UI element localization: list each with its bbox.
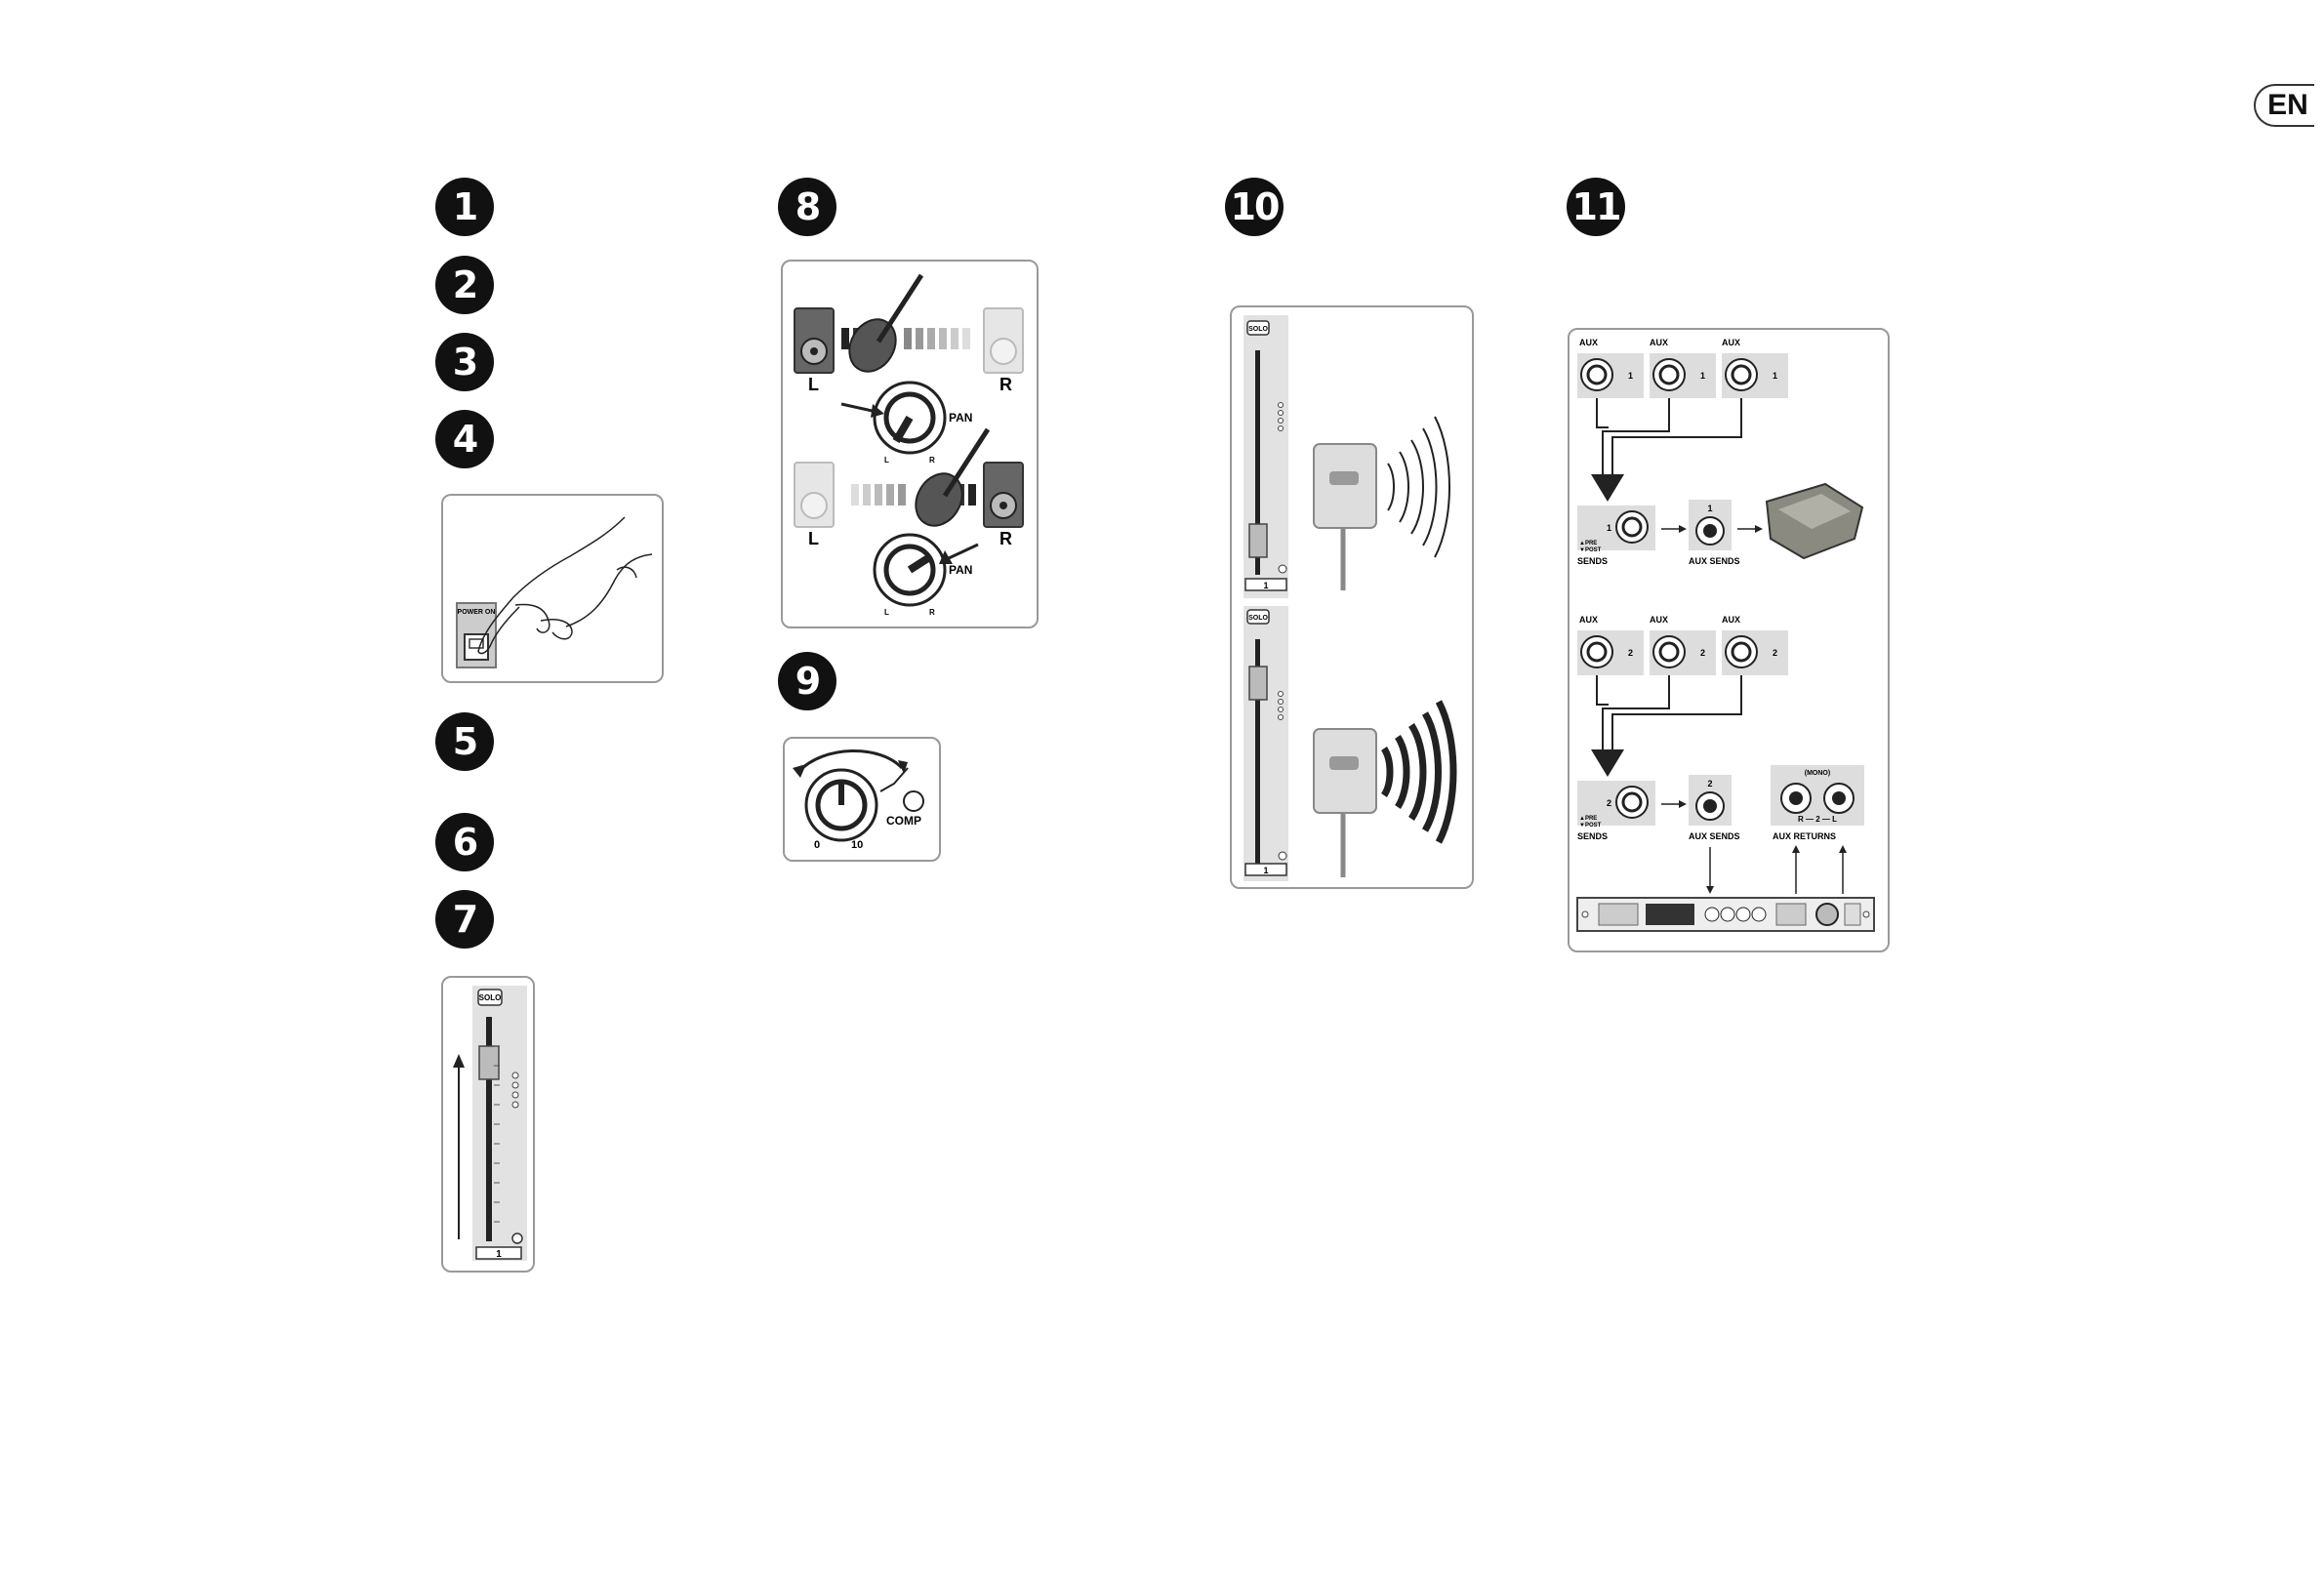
- aux-1-number-a: 1: [1628, 371, 1633, 381]
- pan-label-top: PAN: [949, 411, 972, 425]
- step-3-badge: 3: [435, 333, 494, 391]
- sends-label-2: SENDS: [1577, 831, 1608, 841]
- pan-control-illustration: L R PAN L R L R: [781, 260, 1039, 628]
- speaker-left-label-bottom: L: [808, 529, 819, 548]
- aux-2-number-b: 2: [1700, 648, 1705, 658]
- aux-send-jack-number-1: 1: [1707, 504, 1712, 513]
- solo-fader-illustration: SOLO 1 SOLO 1: [1230, 305, 1474, 889]
- step-4-badge: 4: [435, 410, 494, 468]
- sends-2-number: 2: [1607, 798, 1611, 808]
- pre-label-1: ▲PRE: [1579, 541, 1597, 546]
- aux-label-3: AUX: [1722, 338, 1740, 347]
- step-2-badge: 2: [435, 256, 494, 314]
- language-tab[interactable]: EN: [2254, 84, 2314, 127]
- aux-label-1: AUX: [1579, 338, 1598, 347]
- aux-label-6: AUX: [1722, 615, 1740, 625]
- step-10-badge: 10: [1225, 178, 1284, 236]
- pan-knob-right-top: R: [929, 456, 935, 465]
- post-label-2: ▼POST: [1579, 823, 1602, 829]
- power-on-label: POWER ON: [458, 609, 496, 616]
- speaker-right-label-bottom: R: [999, 529, 1012, 548]
- step-5-badge: 5: [435, 712, 494, 771]
- comp-max-label: 10: [851, 839, 863, 851]
- pan-label-bottom: PAN: [949, 563, 972, 577]
- comp-min-label: 0: [814, 839, 820, 851]
- power-switch-illustration: POWER ON: [441, 494, 664, 683]
- channel-number-top: 1: [1263, 581, 1268, 590]
- aux-send-jack-number-2: 2: [1707, 779, 1712, 788]
- aux-sends-label-1: AUX SENDS: [1689, 556, 1740, 566]
- aux-label-5: AUX: [1650, 615, 1668, 625]
- pan-knob-left-top: L: [884, 456, 889, 465]
- aux-label-4: AUX: [1579, 615, 1598, 625]
- solo-button-top: SOLO: [1248, 326, 1268, 333]
- step-1-badge: 1: [435, 178, 494, 236]
- aux-returns-label: AUX RETURNS: [1773, 831, 1836, 841]
- step-8-badge: 8: [778, 178, 836, 236]
- aux-sends-label-2: AUX SENDS: [1689, 831, 1740, 841]
- aux-label-2: AUX: [1650, 338, 1668, 347]
- solo-button-bottom: SOLO: [1248, 615, 1268, 622]
- channel-number: 1: [496, 1249, 502, 1260]
- channel-number-bottom: 1: [1263, 866, 1268, 875]
- returns-channel-row: R — 2 — L: [1798, 815, 1837, 824]
- pan-knob-left-bottom: L: [884, 608, 889, 617]
- step-9-badge: 9: [778, 652, 836, 710]
- solo-button: SOLO: [479, 993, 502, 1002]
- pan-knob-right-bottom: R: [929, 608, 935, 617]
- aux-1-number-c: 1: [1773, 371, 1777, 381]
- aux-2-number-a: 2: [1628, 648, 1633, 658]
- step-7-badge: 7: [435, 890, 494, 949]
- pre-label-2: ▲PRE: [1579, 816, 1597, 822]
- aux-1-number-b: 1: [1700, 371, 1705, 381]
- comp-label: COMP: [886, 814, 921, 828]
- sends-label-1: SENDS: [1577, 556, 1608, 566]
- post-label-1: ▼POST: [1579, 547, 1602, 553]
- sends-1-number: 1: [1607, 523, 1611, 533]
- speaker-left-label: L: [808, 375, 819, 394]
- speaker-right-label: R: [999, 375, 1012, 394]
- aux-routing-illustration: AUX AUX AUX 1 1 1 1 ▲PRE ▼POST SENDS 1 A…: [1568, 328, 1890, 952]
- step-6-badge: 6: [435, 813, 494, 871]
- mono-label: (MONO): [1805, 770, 1830, 777]
- compressor-illustration: COMP 0 10: [783, 737, 941, 862]
- step-11-badge: 11: [1567, 178, 1625, 236]
- channel-fader-illustration: SOLO 1: [441, 976, 535, 1273]
- aux-2-number-c: 2: [1773, 648, 1777, 658]
